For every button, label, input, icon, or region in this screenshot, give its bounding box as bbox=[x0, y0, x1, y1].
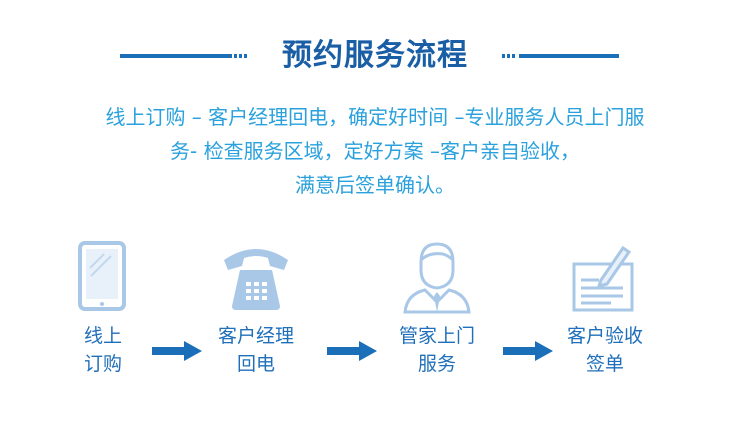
arrow-right-icon bbox=[152, 341, 202, 361]
step-2-line-1: 客户经理 bbox=[217, 325, 294, 347]
step-1-line-1: 线上 bbox=[83, 325, 122, 347]
description-line-2: 务- 检查服务区域，定好方案 –客户亲自验收， bbox=[170, 139, 580, 163]
step-label-1: 线上 订购 bbox=[43, 322, 163, 378]
title-rule-left bbox=[120, 54, 232, 58]
step-label-2: 客户经理 回电 bbox=[196, 322, 316, 378]
document-sign-icon bbox=[572, 245, 634, 312]
smartphone-icon bbox=[78, 241, 126, 311]
title-dots-left bbox=[234, 54, 248, 58]
step-4-line-1: 客户验收 bbox=[566, 325, 643, 347]
arrow-right-icon bbox=[503, 341, 553, 361]
step-3-line-1: 管家上门 bbox=[398, 325, 475, 347]
page-title: 预约服务流程 bbox=[282, 38, 468, 73]
step-4-line-2: 签单 bbox=[585, 353, 624, 375]
description-line-1: 线上订购 – 客户经理回电，确定好时间 –专业服务人员上门服 bbox=[105, 105, 645, 129]
step-label-4: 客户验收 签单 bbox=[545, 322, 665, 378]
description-line-3: 满意后签单确认。 bbox=[295, 173, 455, 197]
title-row: 预约服务流程 bbox=[0, 34, 750, 78]
process-description: 线上订购 – 客户经理回电，确定好时间 –专业服务人员上门服 务- 检查服务区域… bbox=[0, 100, 750, 202]
step-1-line-2: 订购 bbox=[83, 353, 122, 375]
step-2-line-2: 回电 bbox=[236, 353, 275, 375]
title-dots-right bbox=[502, 54, 516, 58]
telephone-icon bbox=[224, 249, 288, 310]
person-icon bbox=[403, 242, 471, 314]
step-label-3: 管家上门 服务 bbox=[377, 322, 497, 378]
arrow-right-icon bbox=[327, 341, 377, 361]
title-rule-right bbox=[519, 54, 619, 58]
step-3-line-2: 服务 bbox=[417, 353, 456, 375]
